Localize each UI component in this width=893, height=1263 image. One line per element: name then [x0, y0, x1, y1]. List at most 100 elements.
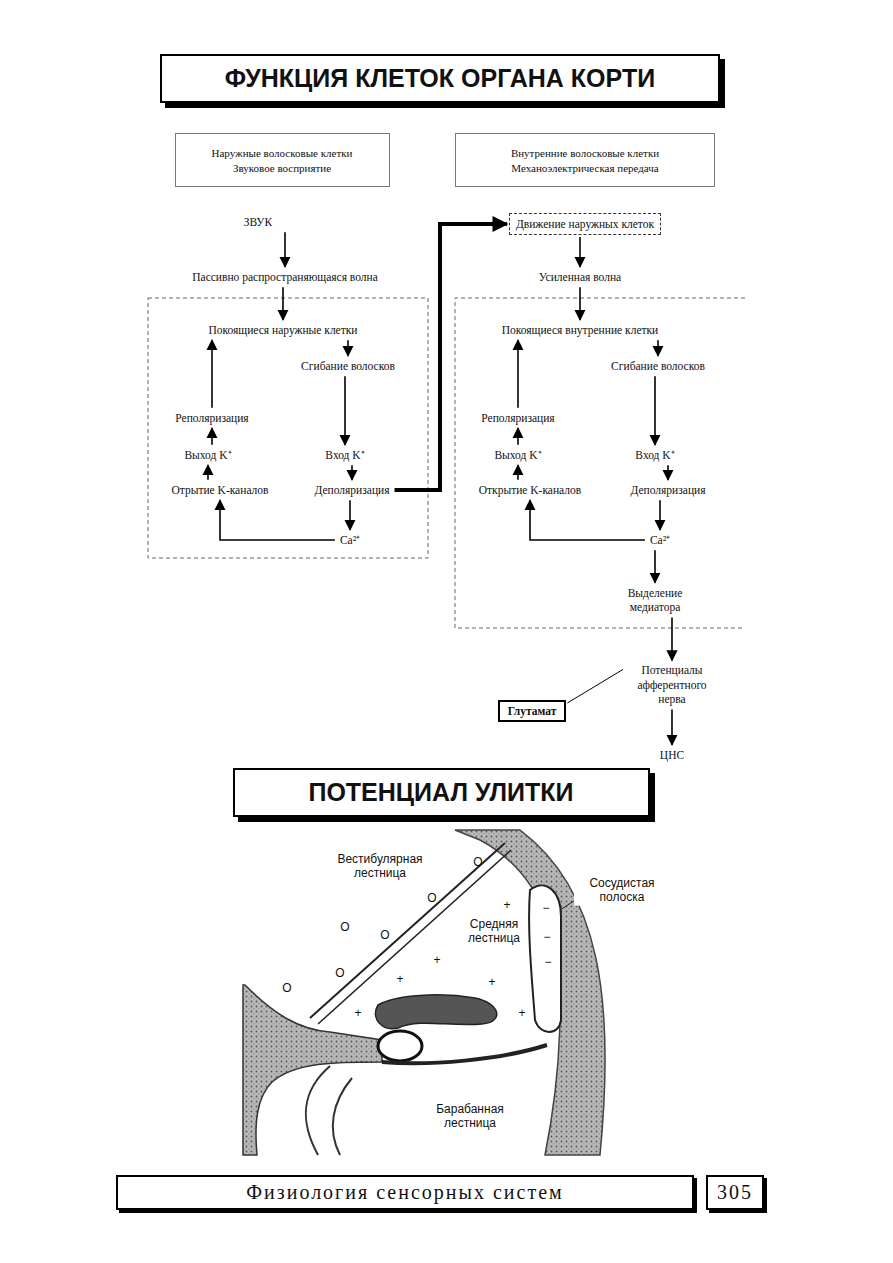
spiral-lamina	[243, 985, 382, 1155]
node-text: Внутренние волосковые клетки	[462, 146, 708, 161]
node-text: Деполяризация	[630, 483, 705, 497]
flow-text: Реполяризация	[479, 410, 556, 426]
node-text: Сгибание волосков	[611, 359, 705, 373]
flow-text: Деполяризация	[312, 482, 391, 498]
zero-potential-mark: O	[380, 928, 389, 942]
flow-arrow	[344, 376, 346, 445]
process-box: Движение наружных клеток	[509, 213, 661, 235]
flow-text: Ca²⁺	[648, 532, 672, 548]
plus-mark: +	[354, 1006, 361, 1020]
node-text: Покоящиеся внутренние клетки	[502, 323, 659, 337]
flow-arrow	[351, 465, 353, 480]
flow-arrow	[282, 287, 284, 320]
node-text: Открытие K-каналов	[479, 483, 581, 497]
node-text: Звуковое восприятие	[182, 161, 383, 176]
flow-text: Выход K⁺	[182, 447, 233, 463]
minus-mark: −	[543, 930, 550, 944]
part-label: Сосудистая полоска	[574, 875, 670, 906]
flow-arrow	[284, 232, 286, 267]
flow-text: Вход K⁺	[323, 447, 366, 463]
node-text: Реполяризация	[175, 411, 248, 425]
flow-text: Сгибание волосков	[299, 358, 397, 374]
flow-text: Пассивно распространяющаяся волна	[190, 269, 380, 285]
mediator-box: Глутамат	[498, 700, 567, 722]
node-text: Ca²⁺	[340, 533, 360, 547]
node-text: Физиология сенсорных систем	[124, 1181, 686, 1204]
flow-text: ЦНС	[658, 747, 686, 763]
flow-text: Деполяризация	[628, 482, 707, 498]
footer-box: Физиология сенсорных систем	[116, 1175, 694, 1210]
flow-arrow	[671, 617, 673, 660]
flow-text: ЗВУК	[242, 214, 274, 230]
flow-text: Покоящиеся внутренние клетки	[500, 322, 661, 338]
node-text: Движение наружных клеток	[516, 218, 654, 230]
zero-potential-mark: O	[427, 891, 436, 905]
flow-text: Вход K⁺	[633, 447, 676, 463]
header-box: Наружные волосковые клеткиЗвуковое воспр…	[175, 133, 390, 187]
node-text: Вход K⁺	[635, 448, 674, 462]
node-text: 305	[714, 1181, 756, 1204]
flow-arrow	[667, 465, 669, 480]
inner-cell-region	[455, 298, 745, 628]
plus-mark: +	[433, 953, 440, 967]
node-text: Пассивно распространяющаяся волна	[192, 270, 378, 284]
zero-potential-mark: O	[473, 855, 482, 869]
thick-arrow	[395, 224, 507, 490]
region-label: Средняя лестница	[461, 917, 527, 946]
stria-vascularis	[529, 885, 561, 1032]
organ-of-corti	[378, 1031, 422, 1061]
zero-potential-mark: O	[282, 981, 291, 995]
flow-arrow	[211, 428, 213, 445]
flow-text: Реполяризация	[173, 410, 250, 426]
flow-arrow	[517, 465, 519, 480]
flow-text: Ca²⁺	[338, 532, 362, 548]
tectorial-membrane	[375, 995, 496, 1029]
flow-text: Выход K⁺	[492, 447, 543, 463]
flow-arrow	[654, 550, 656, 582]
flow-arrow	[349, 500, 351, 530]
node-text: Ca²⁺	[650, 533, 670, 547]
flow-arrow	[211, 340, 213, 408]
node-text: Механоэлектрическая передача	[462, 161, 708, 176]
title-box: ФУНКЦИЯ КЛЕТОК ОРГАНА КОРТИ	[160, 54, 720, 103]
node-text: Глутамат	[508, 705, 557, 717]
flow-text: Усиленная волна	[537, 269, 623, 285]
section-heading: ПОТЕНЦИАЛ УЛИТКИ	[233, 768, 650, 817]
flow-arrow	[347, 340, 349, 356]
node-text: Выделение медиатора	[621, 586, 689, 615]
node-text: Сгибание волосков	[301, 359, 395, 373]
node-text: Отрытие K-каналов	[171, 483, 268, 497]
flow-arrow	[220, 500, 335, 540]
flow-arrow	[671, 710, 673, 745]
flow-arrow	[657, 340, 659, 356]
node-text: Выход K⁺	[494, 448, 541, 462]
title-text: ФУНКЦИЯ КЛЕТОК ОРГАНА КОРТИ	[172, 64, 708, 93]
header-box: Внутренние волосковые клеткиМеханоэлектр…	[455, 133, 715, 187]
page-number-box: 305	[706, 1175, 764, 1210]
plus-mark: +	[518, 1006, 525, 1020]
minus-mark: −	[542, 901, 549, 915]
node-text: ЦНС	[660, 748, 684, 762]
flow-arrow	[579, 287, 581, 320]
node-text: Выход K⁺	[184, 448, 231, 462]
node-text: Покоящиеся наружные клетки	[208, 323, 357, 337]
flow-text: Выделение медиатора	[619, 585, 691, 616]
node-text: Усиленная волна	[539, 270, 621, 284]
outer-cell-region	[148, 298, 428, 558]
node-text: Деполяризация	[314, 483, 389, 497]
flow-text: Сгибание волосков	[609, 358, 707, 374]
flow-text: Открытие K-каналов	[477, 482, 583, 498]
flow-arrow	[530, 500, 645, 540]
region-label: Вестибулярная лестница	[330, 852, 430, 881]
flow-text: Отрытие K-каналов	[169, 482, 270, 498]
flow-arrow	[517, 428, 519, 445]
plus-mark: +	[503, 898, 510, 912]
node-text: Вход K⁺	[325, 448, 364, 462]
flow-arrow	[659, 500, 661, 530]
flow-arrow	[579, 237, 581, 267]
leader-line	[567, 669, 623, 703]
flow-arrow	[517, 340, 519, 408]
plus-mark: +	[396, 972, 403, 986]
